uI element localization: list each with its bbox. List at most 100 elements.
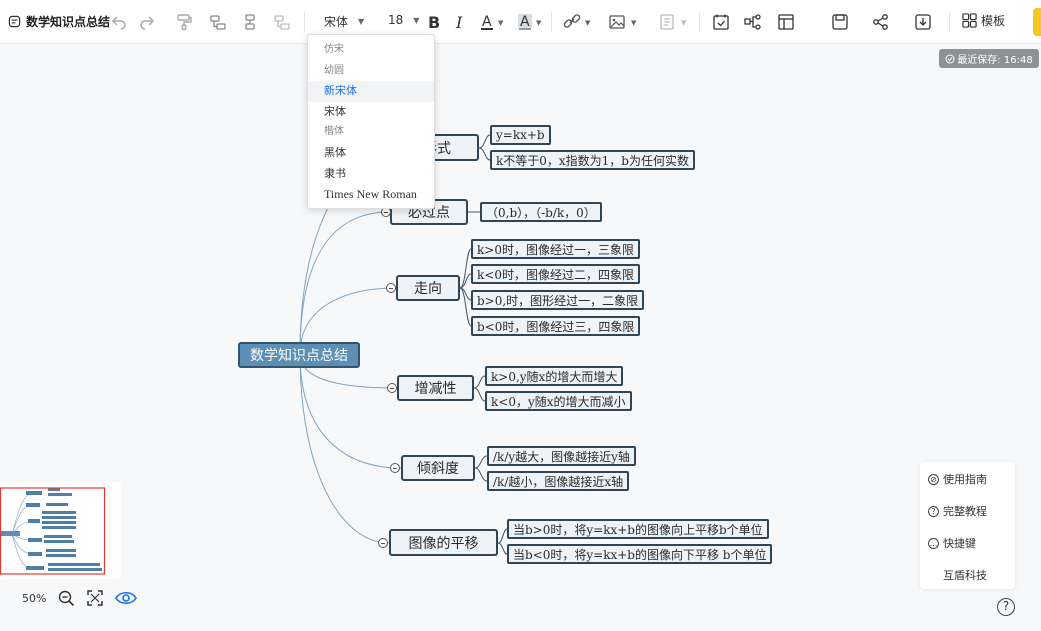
font-option[interactable]: Times New Roman	[324, 187, 417, 202]
italic-icon: I	[455, 13, 463, 31]
svg-text:B: B	[428, 13, 440, 31]
mindmap-leaf-node[interactable]: /k/越小，图像越接近x轴	[487, 471, 630, 491]
preview-toggle-button[interactable]	[115, 590, 138, 606]
help-panel: ⊘ 使用指南 ? 完整教程 … 快捷键 互盾科技	[920, 462, 1015, 589]
image-icon: ▼	[609, 15, 637, 29]
layout-icon	[778, 14, 794, 30]
minimap-preview	[0, 487, 106, 575]
svg-text:▼: ▼	[498, 19, 504, 27]
format-painter-button[interactable]	[172, 10, 196, 34]
collapse-toggle-icon[interactable]	[378, 538, 388, 548]
insert-sibling-node-button[interactable]	[238, 10, 262, 34]
structure-button[interactable]	[741, 10, 765, 34]
svg-text:▼: ▼	[536, 19, 542, 27]
undo-button[interactable]	[107, 10, 131, 34]
parent-node-icon	[274, 15, 290, 30]
fit-screen-button[interactable]	[87, 590, 104, 606]
zoom-out-button[interactable]	[58, 590, 75, 607]
mindmap-branch-node[interactable]: 图像的平移	[389, 529, 498, 556]
font-color-icon: A▼	[481, 14, 504, 30]
font-family-value: 宋体	[324, 15, 349, 29]
svg-text:▼: ▼	[585, 19, 591, 27]
download-icon	[915, 14, 931, 30]
highlight-color-button[interactable]: A▼	[515, 10, 547, 34]
font-option[interactable]: 黑体	[324, 145, 346, 159]
mindmap-leaf-node[interactable]: k>0时，图像经过一，三象限	[471, 239, 640, 259]
insert-image-button[interactable]: ▼	[606, 10, 640, 34]
font-color-button[interactable]: A▼	[477, 10, 509, 34]
help-item-label: 互盾科技	[943, 569, 987, 582]
bold-button[interactable]: B	[421, 10, 445, 34]
mindmap-branch-node[interactable]: 倾斜度	[401, 455, 475, 481]
toolbar-divider	[551, 12, 552, 32]
collapse-toggle-icon[interactable]	[390, 463, 400, 473]
upgrade-button[interactable]	[1033, 8, 1041, 36]
collapse-toggle-icon[interactable]	[386, 283, 396, 293]
mindmap-leaf-node[interactable]: b>0,时，图形经过一，二象限	[471, 290, 645, 310]
save-status-badge: 最近保存: 16:48	[939, 49, 1039, 68]
help-item-tutorial[interactable]: ? 完整教程	[928, 503, 987, 519]
mindmap-leaf-node[interactable]: y=kx+b	[490, 125, 551, 145]
share-icon	[873, 14, 888, 30]
zoom-out-icon	[59, 590, 75, 606]
svg-text:I: I	[455, 13, 463, 31]
help-item-label: 快捷键	[943, 537, 976, 550]
mindmap-leaf-node[interactable]: k<0时，图像经过二，四象限	[471, 264, 640, 284]
undo-icon	[111, 16, 126, 30]
help-item-guide[interactable]: ⊘ 使用指南	[928, 471, 987, 487]
mindmap-branch-node[interactable]: 走向	[396, 275, 460, 301]
font-option[interactable]: 幼圆	[324, 64, 344, 76]
insert-note-button[interactable]: ▼	[656, 10, 690, 34]
structure-icon	[744, 14, 761, 30]
format-painter-icon	[177, 14, 192, 31]
minimap[interactable]	[0, 482, 121, 579]
mindmap-leaf-node[interactable]: k>0,y随x的增大而增大	[485, 366, 624, 386]
share-button[interactable]	[869, 10, 893, 34]
insert-child-node-button[interactable]	[206, 10, 230, 34]
font-option-selected[interactable]: 新宋体	[308, 81, 434, 102]
save-button[interactable]	[828, 10, 852, 34]
more-circle-icon: …	[928, 537, 939, 549]
svg-text:▼: ▼	[631, 19, 637, 27]
font-option[interactable]: 仿宋	[324, 44, 344, 55]
template-button[interactable]: 模板	[962, 12, 1005, 29]
help-item-label: 使用指南	[943, 473, 987, 486]
fullscreen-icon	[87, 590, 104, 606]
font-option[interactable]: 楷体	[324, 126, 344, 138]
insert-parent-node-button[interactable]	[270, 10, 294, 34]
font-option[interactable]: 宋体	[324, 104, 346, 118]
font-size-select[interactable]: 18 ▼	[388, 13, 419, 27]
mindmap-leaf-node[interactable]: /k/y越大，图像越接近y轴	[487, 446, 636, 466]
font-option[interactable]: 隶书	[324, 166, 346, 180]
italic-button[interactable]: I	[448, 10, 472, 34]
help-item-company[interactable]: 互盾科技	[943, 567, 987, 583]
grid-icon	[962, 13, 977, 28]
redo-button[interactable]	[135, 10, 159, 34]
mindmap-branch-node[interactable]: 增减性	[397, 375, 474, 401]
document-title[interactable]: 数学知识点总结	[8, 13, 110, 30]
mindmap-leaf-node[interactable]: k不等于0，x指数为1，b为任何实数	[490, 150, 695, 170]
help-item-label: 完整教程	[943, 505, 987, 518]
eye-icon	[115, 591, 138, 605]
svg-text:▼: ▼	[681, 19, 687, 27]
export-button[interactable]	[911, 10, 935, 34]
layout-button[interactable]	[774, 10, 798, 34]
mindmap-leaf-node[interactable]: 当b<0时，将y=kx+b的图像向下平移 b个单位	[507, 544, 773, 564]
font-family-select[interactable]: 宋体 ▼	[324, 13, 364, 30]
template-label: 模板	[981, 14, 1006, 28]
mindmap-leaf-node[interactable]: b<0时，图像经过三，四象限	[471, 316, 641, 336]
help-button[interactable]: ?	[997, 598, 1015, 616]
svg-text:A: A	[520, 14, 530, 30]
compass-icon: ⊘	[928, 473, 939, 485]
mindmap-leaf-node[interactable]: （0,b），（-b/k，0）	[480, 202, 602, 222]
redo-icon	[140, 16, 155, 30]
toolbar-divider	[949, 12, 950, 32]
task-button[interactable]	[709, 10, 733, 34]
mindmap-leaf-node[interactable]: k<0，y随x的增大而减小	[485, 391, 632, 411]
mindmap-root-node[interactable]: 数学知识点总结	[238, 342, 360, 368]
insert-link-button[interactable]: ▼	[560, 10, 594, 34]
collapse-toggle-icon[interactable]	[387, 383, 397, 393]
mindmap-leaf-node[interactable]: 当b>0时，将y=kx+b的图像向上平移b个单位	[507, 519, 769, 539]
help-item-shortcuts[interactable]: … 快捷键	[928, 535, 976, 551]
